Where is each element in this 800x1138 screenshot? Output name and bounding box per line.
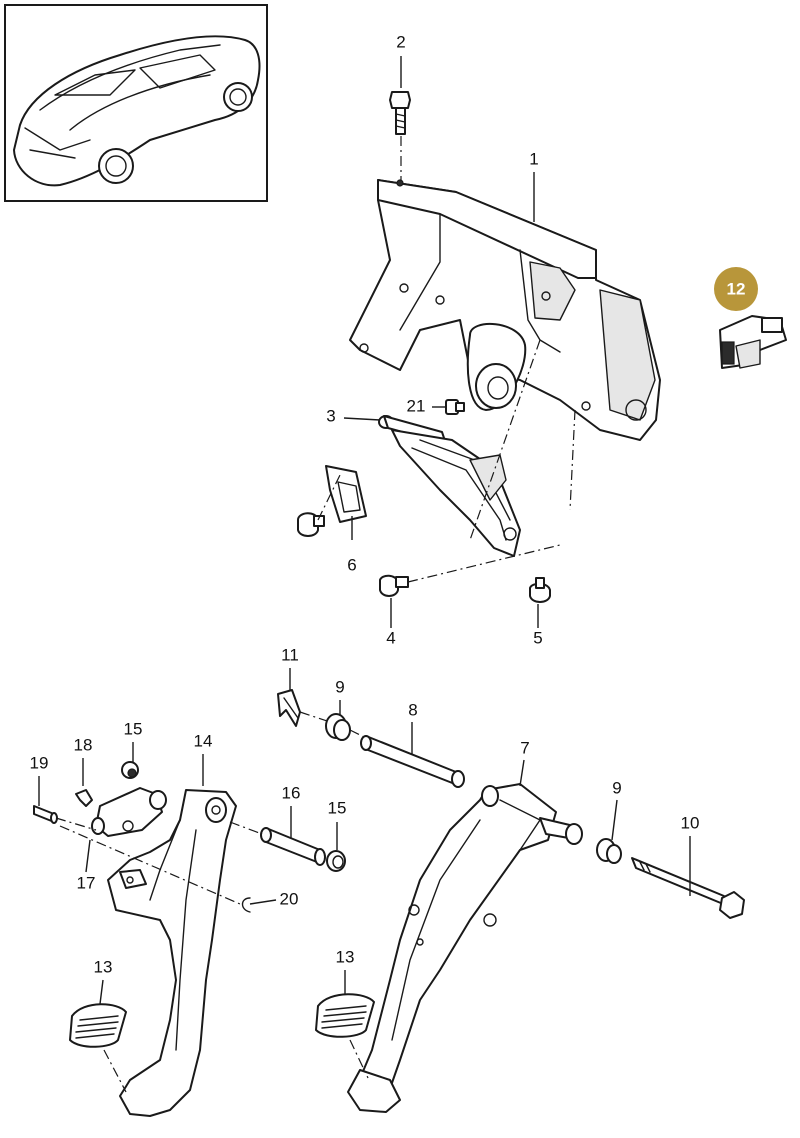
clip-part-11 (277, 689, 331, 727)
screws (297, 474, 561, 603)
cylinder-part-17 (91, 787, 167, 837)
callout-1: 1 (529, 149, 538, 168)
callout-15a: 15 (124, 719, 143, 738)
callout-8: 8 (408, 700, 417, 719)
callout-10: 10 (681, 813, 700, 832)
bushing-part-15b (326, 850, 346, 872)
pin-part-16 (229, 821, 326, 866)
pedal-part-14 (107, 789, 237, 1117)
callout-4: 4 (386, 628, 395, 647)
callout-14: 14 (194, 731, 213, 750)
callout-badge-12[interactable]: 12 (714, 267, 758, 311)
pedal-bracket-part-1 (349, 179, 661, 441)
bushing-part-9a (325, 713, 367, 741)
clip-part-20 (241, 897, 251, 913)
callout-13a: 13 (94, 957, 113, 976)
switch-part-12 (719, 315, 787, 369)
callout-16: 16 (282, 783, 301, 802)
bolt-part-2 (389, 91, 411, 180)
callout-18: 18 (74, 735, 93, 754)
callout-20: 20 (280, 889, 299, 908)
bushing-part-9b (596, 838, 622, 864)
callout-3: 3 (326, 406, 335, 425)
bushing-part-15a (121, 761, 139, 779)
pedal-part-7 (347, 783, 583, 1113)
pedal-pad-part-13a (69, 1003, 127, 1093)
callout-2: 2 (396, 32, 405, 51)
callout-9b: 9 (612, 778, 621, 797)
bolt-part-10 (631, 857, 745, 919)
pedal-pad-part-13b (315, 993, 375, 1079)
callout-15b: 15 (328, 798, 347, 817)
vehicle-thumbnail (4, 4, 268, 202)
callout-9a: 9 (335, 677, 344, 696)
leader-lines (38, 56, 691, 1005)
callout-17: 17 (77, 873, 96, 892)
callout-13b: 13 (336, 947, 355, 966)
callout-21: 21 (407, 396, 426, 415)
callout-7: 7 (520, 738, 529, 757)
lever-arm-part-3 (378, 339, 576, 557)
bolt-part-21 (445, 399, 465, 415)
pin-part-19 (33, 805, 241, 905)
callout-labels: 2 1 3 21 6 4 5 11 9 8 7 9 10 15 18 14 19… (30, 32, 700, 976)
callout-6: 6 (347, 555, 356, 574)
callout-11: 11 (281, 645, 299, 664)
callout-5: 5 (533, 628, 542, 647)
callout-19: 19 (30, 753, 49, 772)
callout-12: 12 (727, 279, 746, 298)
gasket-part-6 (325, 465, 367, 523)
clip-part-18 (75, 789, 93, 807)
pin-part-8 (360, 735, 465, 788)
